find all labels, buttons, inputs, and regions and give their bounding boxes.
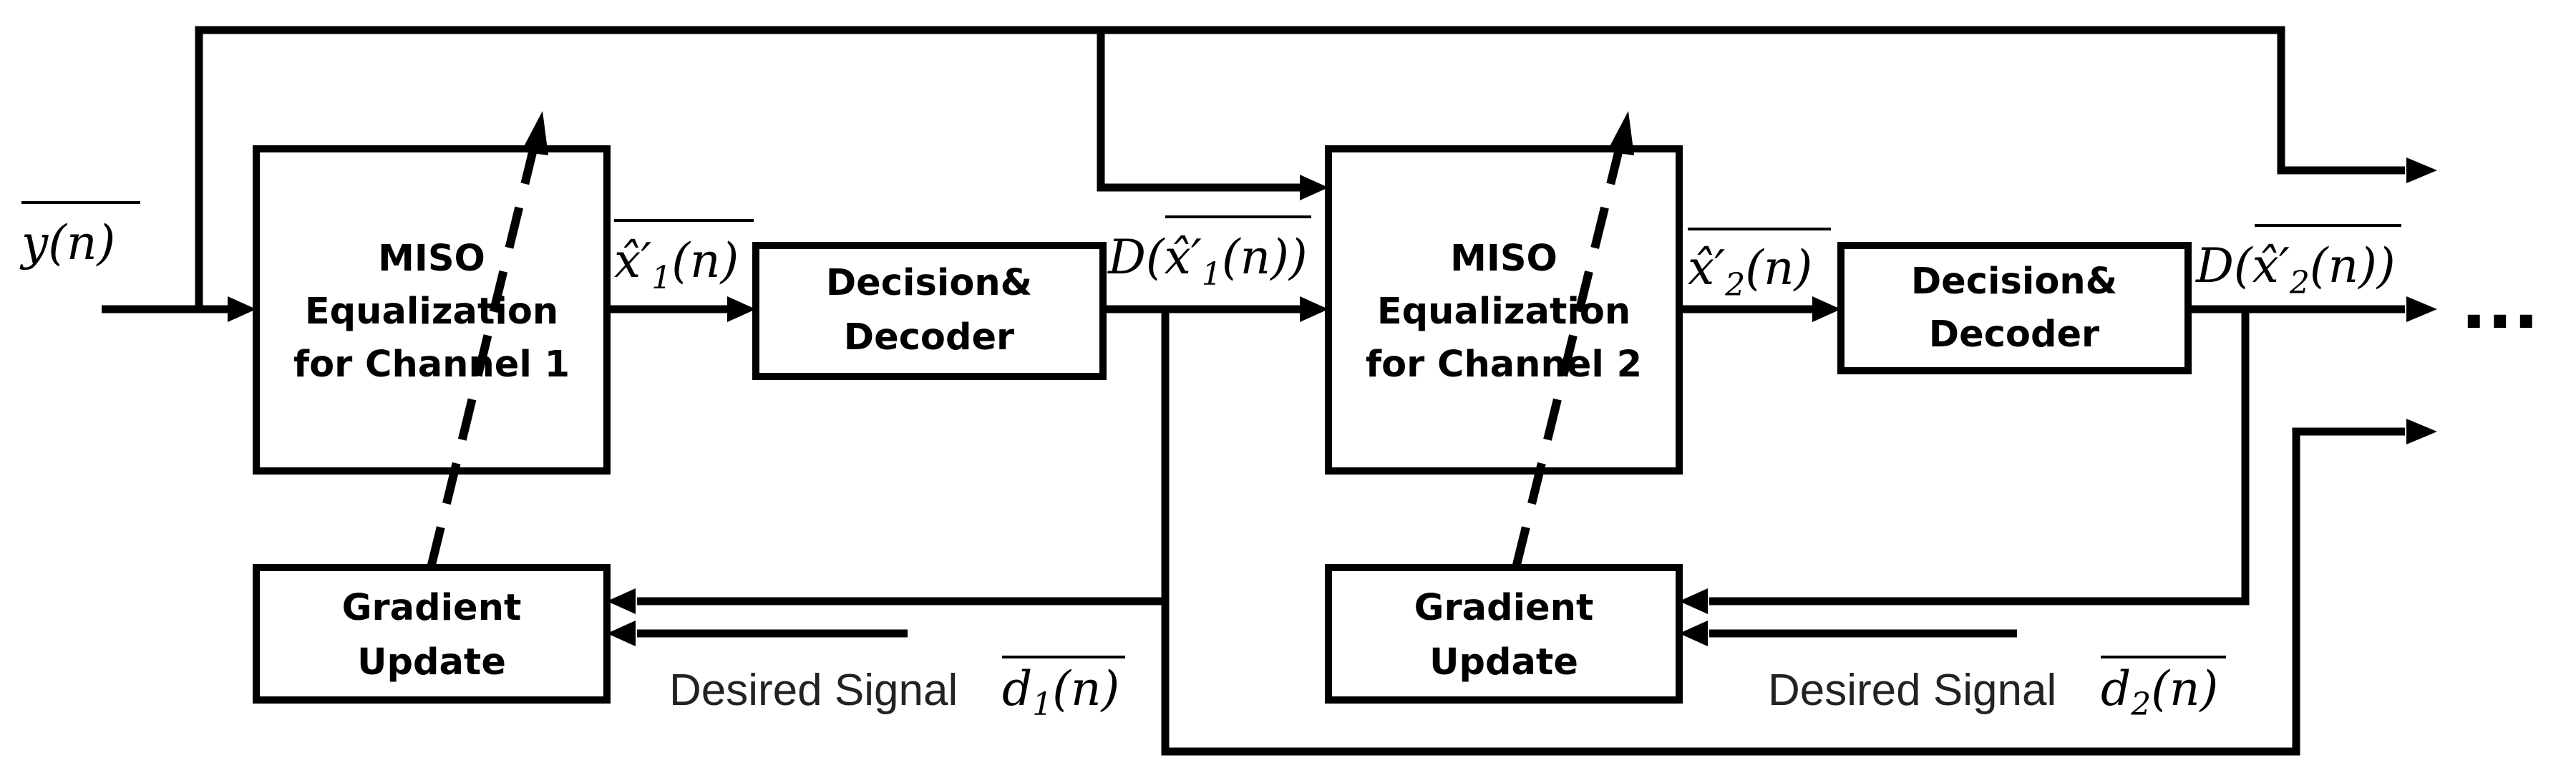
gradient-update-2-label-line2: Update [1429,641,1578,684]
dec2-output-prime: ′ [2279,238,2290,293]
decision-decoder-2-label-line1: Decision& [1911,261,2117,303]
svg-text:D(x̂′2(n)): D(x̂′2(n)) [2195,238,2396,301]
eq1-output-arg: (n) [671,233,739,288]
svg-text:d2(n): d2(n) [2101,661,2218,723]
svg-text:y(n): y(n) [19,215,115,271]
input-arrowhead [228,296,256,322]
svg-text:d1(n): d1(n) [1002,661,1119,723]
desired-signal-2-text: Desired Signal [1768,666,2056,715]
desired-signal-2-var: d [2101,661,2131,716]
svg-text:D(x̂′1(n)): D(x̂′1(n)) [1107,230,1308,293]
input-signal-arg: (n) [48,215,115,271]
decision-decoder-1-label-line1: Decision& [826,262,1032,304]
desired-signal-1-arrowhead [607,621,636,646]
decision-decoder-2-label-line2: Decoder [1929,313,2099,356]
eq2-output-arg: (n) [1745,240,1812,296]
eq1-output-var: x̂ [614,233,641,288]
desired-signal-1-label: Desired Signal d1(n) [669,656,1125,723]
gradient-update-1-label-line2: Update [357,641,506,684]
svg-text:x̂′2(n): x̂′2(n) [1688,240,1812,303]
dec2-output-sub: 2 [2289,265,2310,301]
adaptation-dashed-arrow-2 [1512,145,1624,569]
decision-decoder-1-block: Decision& Decoder [752,242,1107,380]
dec2-output-var: x̂ [2252,238,2279,293]
adaptation-arrowhead-1 [521,111,548,155]
input-signal-var: y [19,215,49,271]
eq1-output-prime: ′ [641,233,651,288]
gradient-update-1-block: Gradient Update [253,564,611,704]
dec2-output-label: D(x̂′2(n)) [2195,224,2401,301]
eq2-output-label: x̂′2(n) [1688,228,1831,303]
dec1-output-arg: (n)) [1222,230,1308,285]
eq2-output-prime: ′ [1714,240,1725,296]
dec2-feedback-arrowhead [1679,588,1708,614]
eq2-output-var: x̂ [1688,240,1714,296]
desired-signal-1-arg: (n) [1052,661,1119,716]
desired-signal-1-var: d [1002,661,1032,716]
feed-to-miso2-arrowhead [1300,175,1328,200]
desired-signal-1-text: Desired Signal [669,666,958,715]
eq1-output-sub: 1 [651,260,671,296]
miso-equalizer-1-label-line3: for Channel 1 [293,344,570,386]
top-feedforward-line [195,26,2405,309]
gradient-update-2-block: Gradient Update [1325,564,1683,704]
dec1-to-eq2-arrowhead [1300,296,1328,322]
miso-equalizer-1-block: MISO Equalization for Channel 1 [253,145,611,475]
eq1-to-dec1-arrowhead [727,296,756,322]
miso-equalizer-1-label-line2: Equalization [305,291,558,333]
desired-signal-2-arrowhead [1679,621,1708,646]
dec1-output-label: D(x̂′1(n)) [1107,215,1311,293]
dec2-output-func: D( [2195,238,2253,293]
continuation-ellipsis: ... [2461,264,2539,344]
eq1-output-label: x̂′1(n) [614,219,754,296]
bottom-bus-arrowhead [2406,419,2437,444]
desired-signal-1-sub: 1 [1032,686,1052,723]
dec1-feedback-arrowhead [607,588,636,614]
miso-equalizer-2-label-line2: Equalization [1377,291,1630,333]
miso-equalizer-1-label-line1: MISO [378,238,485,280]
desired-signal-2-sub: 2 [2130,686,2151,723]
miso-equalizer-2-label-line3: for Channel 2 [1366,344,1642,386]
eq2-to-dec2-arrowhead [1812,296,1841,322]
dec2-output-arg: (n)) [2310,238,2396,293]
top-feedforward-arrowhead [2406,157,2437,183]
bottom-bus-line [1161,427,2405,756]
dec2-feedback-line [1709,309,2250,606]
gradient-update-1-label-line1: Gradient [342,587,522,629]
gradient-update-2-label-line1: Gradient [1414,587,1594,629]
input-signal-label: y(n) [19,201,140,271]
dec1-output-var: x̂ [1165,230,1191,285]
dec2-output-arrowhead [2406,296,2437,322]
miso-equalizer-2-block: MISO Equalization for Channel 2 [1325,145,1683,475]
dec1-output-prime: ′ [1191,230,1202,285]
adaptation-arrowhead-2 [1607,111,1634,155]
decision-decoder-2-block: Decision& Decoder [1837,242,2192,374]
eq2-output-sub: 2 [1724,267,1745,303]
decision-decoder-1-label-line2: Decoder [844,316,1014,359]
desired-signal-2-arg: (n) [2151,661,2218,716]
miso-equalizer-2-label-line1: MISO [1450,238,1557,280]
feed-to-miso2-line [1097,30,1301,192]
adaptation-dashed-arrow-1 [427,145,538,569]
svg-text:x̂′1(n): x̂′1(n) [614,233,739,296]
dec1-output-func: D( [1107,230,1165,285]
dec1-output-sub: 1 [1202,256,1222,293]
desired-signal-2-label: Desired Signal d2(n) [1768,656,2226,723]
